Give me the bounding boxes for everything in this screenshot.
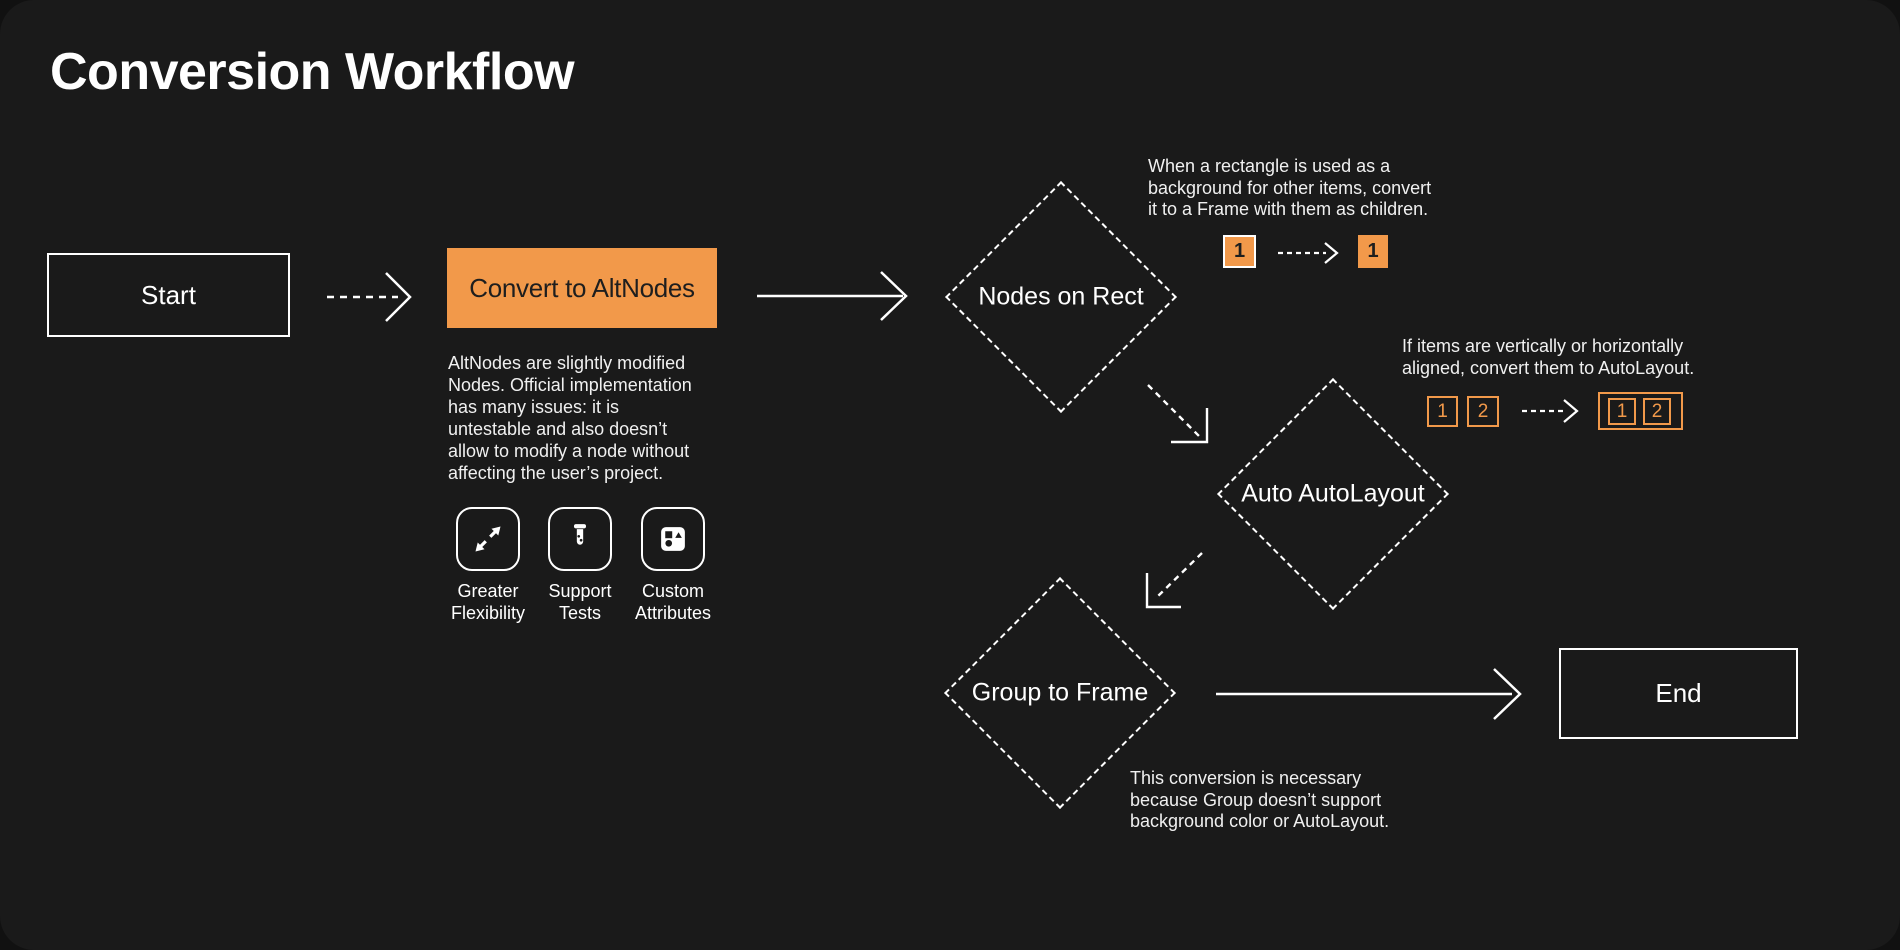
arrowhead-nodes-on-rect-to-auto-autolayout [1171, 408, 1209, 444]
example-autolayout-frame-box: 1 2 [1598, 392, 1683, 430]
example-autolayout-child-1-box: 1 [1608, 398, 1636, 425]
arrowhead-group-to-frame-to-end [1493, 668, 1522, 720]
example-item-1-label: 1 [1437, 400, 1448, 422]
group-to-frame-label: Group to Frame [971, 678, 1149, 707]
end-node-label: End [1655, 678, 1702, 708]
group-to-frame-note: This conversion is necessary because Gro… [1130, 768, 1390, 831]
start-node-label: Start [141, 279, 196, 310]
custom-attributes-icon-box [641, 507, 705, 571]
altnodes-description: AltNodes are slightly modified Nodes. Of… [448, 353, 692, 483]
arrowhead-auto-autolayout-to-group-to-frame [1145, 573, 1181, 609]
feature-label-support-tests: Support Tests [548, 581, 612, 623]
auto-autolayout-note: If items are vertically or horizontally … [1402, 336, 1695, 378]
arrow-auto-autolayout-to-group-to-frame [1154, 552, 1203, 600]
expand-arrows-icon [475, 526, 501, 552]
page-title: Conversion Workflow [50, 43, 575, 101]
auto-autolayout-label: Auto AutoLayout [1241, 479, 1425, 508]
arrowhead-autolayout-example [1563, 399, 1579, 423]
arrowhead-convert-to-nodes-on-rect [880, 271, 908, 321]
example-item-1-box: 1 [1427, 396, 1458, 427]
nodes-on-rect-label: Nodes on Rect [978, 282, 1144, 311]
convert-to-altnodes-label: Convert to AltNodes [469, 272, 695, 303]
convert-to-altnodes-node: Convert to AltNodes [447, 248, 717, 328]
arrowhead-rect-example [1324, 242, 1339, 264]
example-autolayout-child-2-label: 2 [1651, 400, 1663, 422]
arrow-nodes-on-rect-to-auto-autolayout [1147, 384, 1200, 437]
shapes-icon [661, 527, 685, 551]
arrowhead-start-to-convert [385, 272, 412, 322]
example-rect-before-label: 1 [1233, 240, 1246, 262]
example-autolayout-child-2-box: 2 [1643, 398, 1671, 425]
example-item-2-label: 2 [1477, 400, 1489, 422]
feature-label-greater-flexibility: Greater Flexibility [450, 581, 525, 623]
end-node: End [1559, 648, 1798, 739]
feature-label-custom-attributes: Custom Attributes [634, 581, 712, 623]
example-frame-after-box: 1 [1358, 235, 1388, 268]
example-rect-before-box: 1 [1223, 235, 1256, 268]
test-tube-icon [573, 524, 587, 545]
greater-flexibility-icon-box [456, 507, 520, 571]
support-tests-icon-box [548, 507, 612, 571]
example-autolayout-child-1-label: 1 [1616, 400, 1628, 422]
example-item-2-box: 2 [1467, 396, 1499, 427]
nodes-on-rect-note: When a rectangle is used as a background… [1148, 156, 1432, 219]
start-node: Start [47, 253, 290, 337]
example-frame-after-label: 1 [1367, 240, 1379, 262]
